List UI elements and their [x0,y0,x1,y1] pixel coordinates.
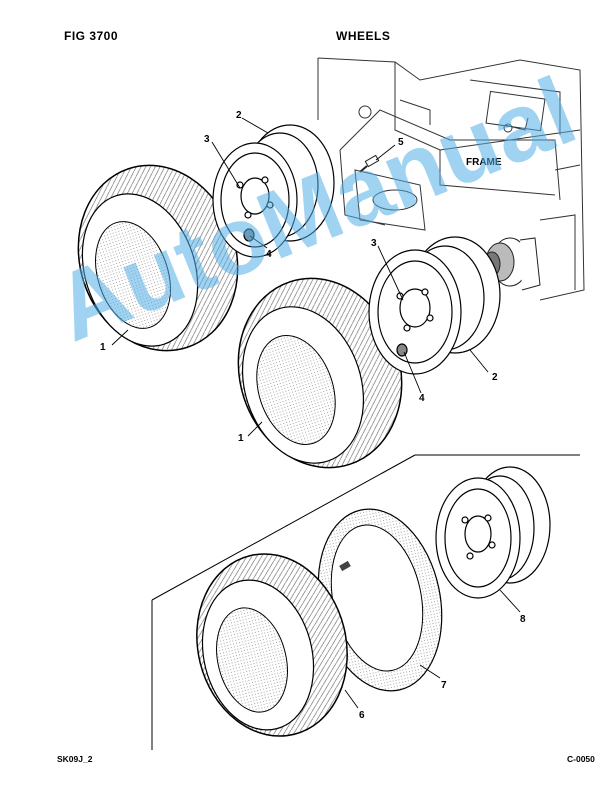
tire-item-6 [196,553,348,737]
callout-3-upper: 3 [204,134,210,145]
callout-8: 8 [520,614,526,625]
callout-3-lower: 3 [371,238,377,249]
callout-4-lower: 4 [419,393,425,404]
tube-item-7 [317,508,443,692]
callout-7: 7 [441,680,447,691]
inset-border [151,454,580,750]
frame-label: FRAME [466,157,502,168]
rim-item-2-upper [212,124,335,258]
tire-item-1-lower [237,277,403,469]
callout-2-upper: 2 [236,110,242,121]
callout-4-upper: 4 [266,249,272,260]
figure-number: FIG 3700 [64,29,119,43]
machine-frame [317,57,585,301]
callout-2-lower: 2 [492,372,498,383]
callout-1-lower: 1 [238,433,244,444]
callout-1-upper: 1 [100,342,106,353]
callout-6: 6 [359,710,365,721]
footer-right-code: C-0050 [567,754,595,764]
footer-left-code: SK09J_2 [57,754,93,764]
tire-item-1-upper [77,164,239,352]
rim-item-2-lower [368,236,501,375]
rim-item-8 [435,466,551,599]
page-title: WHEELS [336,29,391,43]
callout-5: 5 [398,137,404,148]
leader-lines [111,117,521,709]
stud-item-5 [359,154,380,173]
